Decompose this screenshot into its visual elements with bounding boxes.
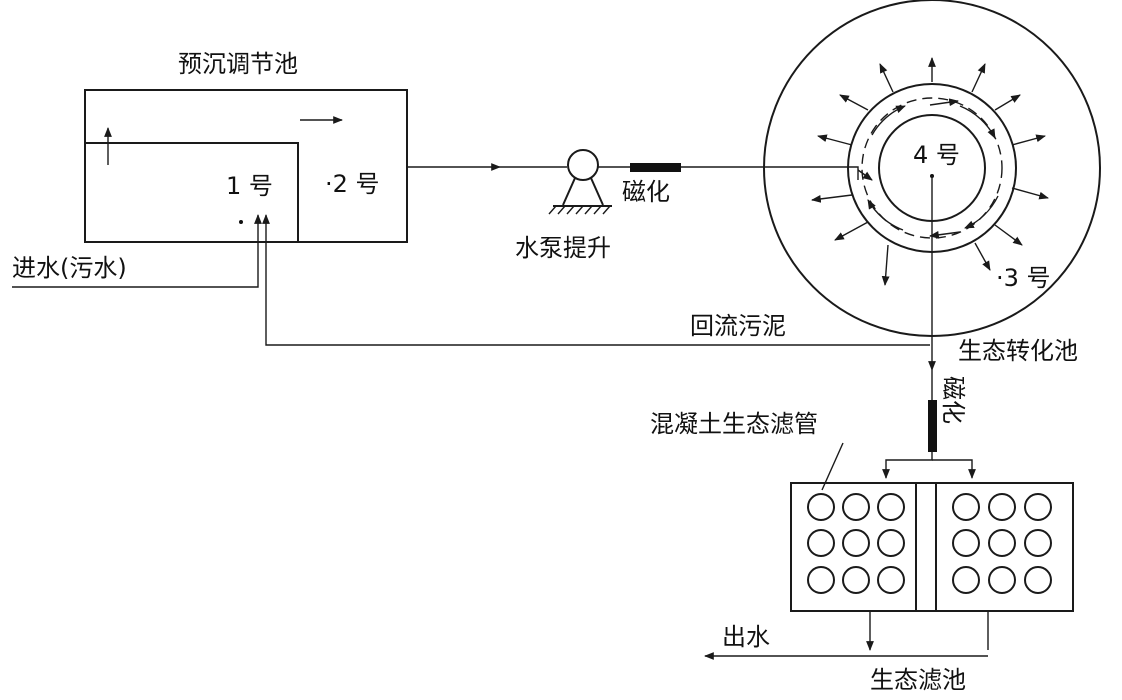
filter-tubes-left <box>807 493 905 594</box>
filter-tubes-leader <box>821 442 844 491</box>
point1-label: 1 号 <box>226 172 273 200</box>
point4-label: 4 号 <box>913 141 960 169</box>
pump-ground-hatch <box>548 205 611 215</box>
outlet-label: 出水 <box>722 623 770 651</box>
inflow-arrow <box>857 169 873 181</box>
split-left <box>882 452 933 479</box>
pre-settle-tank-title: 预沉调节池 <box>178 50 298 78</box>
tank-internal-baffle <box>85 142 299 242</box>
filter-pool <box>790 482 1074 612</box>
inlet-label: 进水(污水) <box>12 254 127 282</box>
circulation-dashed-ring <box>861 97 1003 239</box>
filter-pool-title: 生态滤池 <box>870 666 966 694</box>
pre-settle-tank <box>84 89 408 243</box>
return-sludge-line <box>262 214 930 346</box>
filter-tubes-right <box>952 493 1052 594</box>
radial-arrows <box>811 57 1049 286</box>
point1-dot <box>239 220 243 224</box>
return-sludge-label: 回流污泥 <box>690 312 786 340</box>
pump-label: 水泵提升 <box>515 234 611 262</box>
magnet2-label: 磁化 <box>939 376 967 424</box>
magnet1-label: 磁化 <box>622 178 670 206</box>
magnetizer-2 <box>928 400 937 452</box>
magnetizer-1 <box>630 163 681 172</box>
eco-tank-title: 生态转化池 <box>958 337 1078 365</box>
pump-icon <box>567 149 599 181</box>
circulation-arrows <box>867 98 999 239</box>
split-right <box>932 459 976 479</box>
filter-tubes-label: 混凝土生态滤管 <box>650 410 818 438</box>
pump-stand <box>553 177 612 207</box>
point3-label: ·3 号 <box>996 264 1051 292</box>
pipe-to-eco-tank <box>681 166 859 180</box>
point2-label: ·2 号 <box>325 170 380 198</box>
inlet-pipe <box>12 214 262 288</box>
